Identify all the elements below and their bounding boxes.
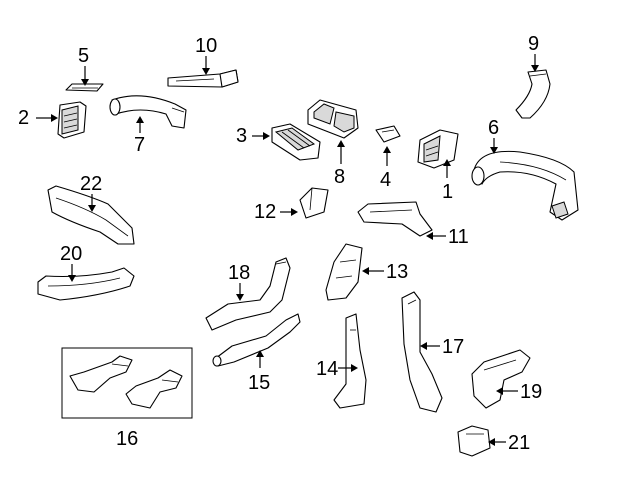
part-8[interactable] xyxy=(307,99,359,139)
callout-8: 8 xyxy=(334,140,345,188)
callout-20: 20 xyxy=(60,243,82,282)
part-10[interactable] xyxy=(167,69,239,88)
callout-5: 5 xyxy=(78,45,89,86)
callout-16: 16 xyxy=(116,428,138,450)
callout-7: 7 xyxy=(134,116,145,156)
part-11[interactable] xyxy=(357,201,433,237)
svg-text:8: 8 xyxy=(334,166,345,188)
svg-text:16: 16 xyxy=(116,428,138,450)
part-4[interactable] xyxy=(375,125,401,143)
callout-11: 11 xyxy=(426,226,469,248)
callout-13: 13 xyxy=(362,261,408,283)
callout-19: 19 xyxy=(496,381,542,403)
svg-text:15: 15 xyxy=(248,372,270,394)
callout-22: 22 xyxy=(80,173,102,212)
part-6[interactable] xyxy=(471,150,579,221)
part-20[interactable] xyxy=(37,267,135,301)
callout-3: 3 xyxy=(236,125,270,147)
part-14[interactable] xyxy=(333,313,367,409)
callout-15: 15 xyxy=(248,350,270,394)
svg-text:6: 6 xyxy=(488,117,499,139)
svg-text:12: 12 xyxy=(254,201,276,223)
svg-text:3: 3 xyxy=(236,125,247,147)
svg-text:14: 14 xyxy=(316,358,338,380)
part-21[interactable] xyxy=(457,425,491,457)
part-1[interactable] xyxy=(417,129,459,169)
callout-4: 4 xyxy=(380,146,391,191)
svg-text:18: 18 xyxy=(228,262,250,284)
callout-21: 21 xyxy=(488,432,530,454)
part-3[interactable] xyxy=(271,123,321,161)
part-17[interactable] xyxy=(401,291,443,413)
part-19[interactable] xyxy=(471,349,531,409)
callout-2: 2 xyxy=(18,107,58,129)
svg-text:21: 21 xyxy=(508,432,530,454)
svg-text:19: 19 xyxy=(520,381,542,403)
svg-text:1: 1 xyxy=(442,181,453,203)
part-18[interactable] xyxy=(205,257,291,331)
part-5[interactable] xyxy=(65,83,104,92)
svg-text:7: 7 xyxy=(134,134,145,156)
svg-text:11: 11 xyxy=(448,226,469,248)
part-9[interactable] xyxy=(515,69,551,119)
callout-9: 9 xyxy=(528,33,539,72)
svg-text:10: 10 xyxy=(195,35,217,57)
part-2[interactable] xyxy=(57,101,87,139)
part-15[interactable] xyxy=(212,313,301,367)
callout-18: 18 xyxy=(228,262,250,301)
svg-text:4: 4 xyxy=(380,169,391,191)
svg-text:2: 2 xyxy=(18,107,29,129)
svg-text:13: 13 xyxy=(386,261,408,283)
svg-text:20: 20 xyxy=(60,243,82,265)
svg-text:17: 17 xyxy=(442,336,464,358)
part-7[interactable] xyxy=(109,95,187,129)
callout-10: 10 xyxy=(195,35,217,75)
callout-1: 1 xyxy=(442,159,453,203)
part-12[interactable] xyxy=(299,187,329,219)
svg-text:5: 5 xyxy=(78,45,89,67)
part-13[interactable] xyxy=(325,243,363,301)
part-22[interactable] xyxy=(47,185,135,245)
part-16-inset[interactable] xyxy=(61,347,193,419)
callout-12: 12 xyxy=(254,201,298,223)
svg-text:9: 9 xyxy=(528,33,539,55)
svg-text:22: 22 xyxy=(80,173,102,195)
callout-17: 17 xyxy=(420,336,464,358)
callout-14: 14 xyxy=(316,358,358,380)
callout-6: 6 xyxy=(488,117,499,154)
